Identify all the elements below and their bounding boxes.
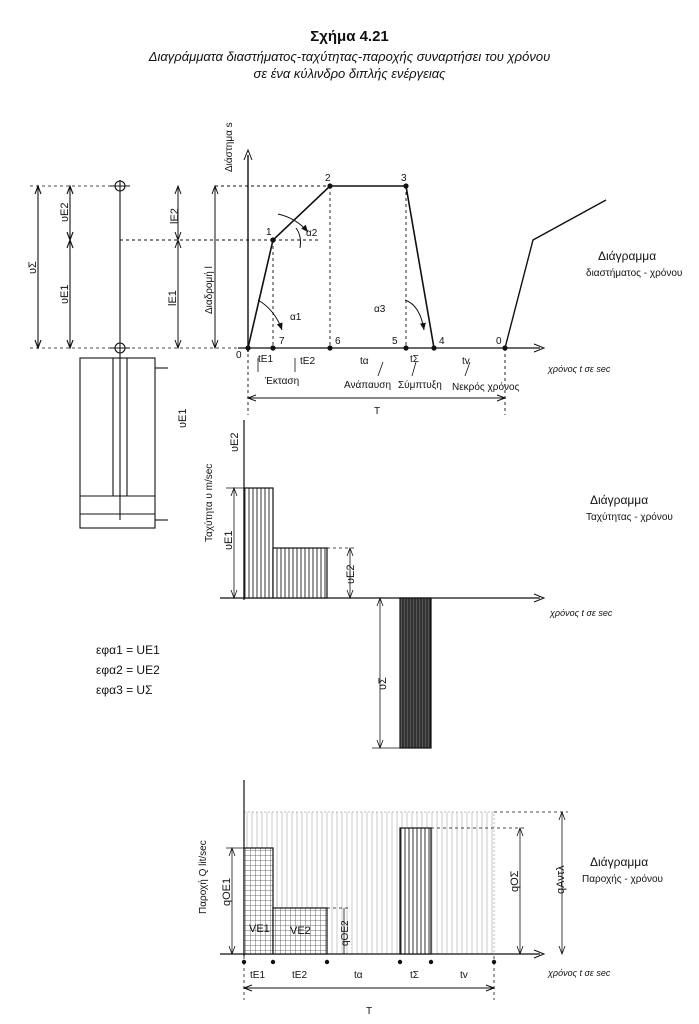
velocity-name-2: Ταχύτητας - χρόνου [586,511,673,523]
point-2: 2 [325,173,331,184]
cylinder-labels: υΣ υE2 υE1 υE1 [27,203,189,428]
velocity-u-e1: υE1 [223,531,235,550]
velocity-bar-sigma [399,597,432,749]
flow-time-tE1: tE1 [250,970,265,981]
period-T: T [374,406,380,417]
flow-v-e2: VE2 [290,925,311,937]
phase-retraction: Σύμπτυξη [398,379,442,391]
time-tv: tv [462,356,470,367]
time-tE2: tE2 [300,356,315,367]
point-3: 3 [401,173,407,184]
flow-q-oe2: qOE2 [340,920,351,946]
distance-name-2: διαστήματος - χρόνου [586,267,682,279]
distance-x-axis-label: χρόνος t σε sec [547,364,611,374]
point-0-end: 0 [496,336,502,347]
distance-y-axis-label: Διάστημα s [223,122,235,172]
angle-a2: α2 [306,228,318,239]
cyl-u-sigma: υΣ [27,261,39,274]
caption-line-1: Διαγράμματα διαστήματος-ταχύτητας-παροχή… [148,49,551,64]
stroke-label: Διαδρομή l [203,266,215,314]
flow-bar-e2 [272,907,328,955]
flow-time-diagram [220,780,568,1000]
velocity-x-axis-label: χρόνος t σε sec [549,608,613,618]
angle-a1: α1 [290,312,302,323]
l-e2-label: lE2 [169,208,181,224]
time-ta: tα [360,356,369,367]
velocity-y-axis-label: Ταχύτητα υ m/sec [203,464,215,542]
flow-period-T: T [366,1006,372,1017]
cylinder-drawing [30,180,248,529]
flow-time-tS: tΣ [410,970,419,981]
velocity-bar-e1 [243,487,274,599]
phase-extension: Έκταση [264,376,299,387]
flow-time-ta: tα [354,970,363,981]
velocity-bar-e2 [272,547,328,599]
flow-bar-sigma [399,827,432,955]
point-6: 6 [335,336,341,347]
point-1: 1 [266,227,272,238]
flow-bar-e1 [243,847,274,955]
velocity-u-e2-top: υE2 [229,433,241,452]
velocity-name-1: Διάγραμμα [590,493,648,507]
flow-time-tv: tv [460,970,468,981]
phase-dead-time: Νεκρός χρόνος [452,381,520,393]
angle-a3: α3 [374,304,386,315]
equation-1: εφα1 = UE1 [96,643,160,657]
flow-time-tE2: tE2 [292,970,307,981]
caption-line-2: σε ένα κύλινδρο διπλής ενέργειας [253,66,446,81]
velocity-time-diagram [220,420,546,750]
flow-name-1: Διάγραμμα [590,855,648,869]
flow-y-axis-label: Παροχή Q lit/sec [197,840,209,914]
point-0: 0 [236,350,242,361]
flow-v-e1: VE1 [249,923,270,935]
flow-q-oe1: qOE1 [221,878,233,906]
velocity-labels: Ταχύτητα υ m/sec υE2 υE1 υE2 υΣ χρόνος t… [203,433,673,690]
tangent-equations: εφα1 = UE1 εφα2 = UE2 εφα3 = UΣ [96,643,160,697]
point-4: 4 [439,336,445,347]
time-tS: tΣ [410,354,419,365]
flow-q-os: qOΣ [509,870,521,892]
l-e1-label: lE1 [167,290,179,306]
figure-title: Σχήμα 4.21 [310,28,389,45]
point-5: 5 [392,336,398,347]
velocity-u-sigma: υΣ [377,677,389,690]
flow-labels: Παροχή Q lit/sec qOE1 qOE2 qOΣ qΑντλ VE1… [197,840,663,1017]
flow-q-antl: qΑντλ [555,865,567,894]
distance-name-1: Διάγραμμα [598,249,656,263]
point-7: 7 [279,336,285,347]
velocity-u-e2: υE2 [345,565,357,584]
distance-labels: Διάστημα s Διαδρομή l lE2 lE1 0 1 2 3 4 … [167,122,682,417]
phase-rest: Ανάπαυση [344,379,391,391]
figure-caption: Διαγράμματα διαστήματος-ταχύτητας-παροχή… [0,48,699,82]
flow-name-2: Παροχής - χρόνου [582,873,663,885]
distance-time-diagram [120,148,607,415]
cyl-u-e1-body: υE1 [177,409,189,428]
time-tE1: tE1 [258,354,273,365]
cyl-u-e1: υE1 [59,285,71,304]
flow-x-axis-label: χρόνος t σε sec [547,968,611,978]
equation-2: εφα2 = UE2 [96,663,160,677]
equation-3: εφα3 = UΣ [96,683,153,697]
cyl-u-e2: υE2 [59,203,71,222]
distance-curve-next-cycle [504,199,607,349]
